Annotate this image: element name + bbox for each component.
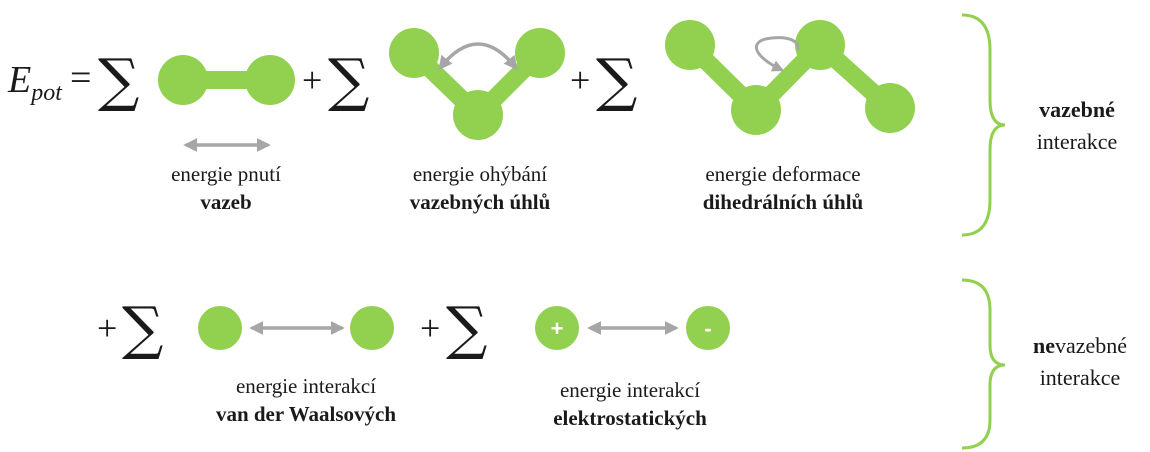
dihedral-label: energie deformace dihedrálních úhlů [668,160,898,216]
negative-atom [686,306,730,350]
atom [198,306,242,350]
atom [515,28,565,78]
sum-symbol-angles: ∑ [328,46,369,114]
atom [453,90,503,140]
plus-sign: + [97,308,117,348]
bond-stretch-label-line2: vazeb [200,190,252,214]
bond-stretch-molecule [158,55,295,152]
sum-symbol-bonds: ∑ [98,46,139,114]
vdw-label: energie interakcí van der Waalsových [196,372,416,428]
nonbonded-group-rest1: vazebné [1054,333,1128,358]
vdw-label-line2: van der Waalsových [215,402,397,426]
plus-sign: + [570,60,590,100]
electrostatic-label-line1: energie interakcí [559,378,701,402]
vdw-label-line1: energie interakcí [235,374,377,398]
bonded-group-bold: vazebné [1039,97,1115,122]
plus-sign: + [302,60,322,100]
sum-symbol-dihedrals: ∑ [596,46,637,114]
bond-stretch-label-line1: energie pnutí [171,162,281,186]
plus-sign: + [420,308,440,348]
equals-sign: = [70,57,91,99]
minus-charge: - [704,316,711,341]
bond-stretch-label: energie pnutí vazeb [146,160,306,216]
bend-arrow [438,42,518,71]
energy-subscript: pot [29,80,63,106]
electrostatic-label: energie interakcí elektrostatických [520,376,740,432]
atom [731,85,781,135]
dihedral-molecule [665,20,915,135]
nonbonded-group-rest2: interakce [1039,365,1121,390]
atom [665,20,715,70]
angle-bend-label-line1: energie ohýbání [412,162,548,186]
atom [795,20,845,70]
electrostatic-label-line2: elektrostatických [553,406,707,430]
atom [245,55,295,105]
sum-symbol-vdw: ∑ [122,294,163,362]
atom [865,83,915,133]
nonbonded-group-label: nevazebné interakce [1010,330,1150,394]
atom [158,55,208,105]
atom [350,306,394,350]
bonded-group-label: vazebné interakce [1012,94,1142,158]
bonded-group-rest: interakce [1036,129,1118,154]
bonded-brace [961,13,1006,237]
electrostatic-pair: + - [535,306,730,350]
positive-atom [535,306,579,350]
sum-symbol-electrostatic: ∑ [446,294,487,362]
rotation-arrow [754,36,800,72]
dihedral-label-line1: energie deformace [705,162,861,186]
angle-bend-label-line2: vazebných úhlů [409,190,551,214]
nonbonded-group-bold: ne [1032,333,1055,358]
dihedral-label-line2: dihedrálních úhlů [702,190,864,214]
angle-bend-label: energie ohýbání vazebných úhlů [380,160,580,216]
angle-bend-molecule [389,28,565,140]
atom [389,28,439,78]
nonbonded-brace [961,278,1006,450]
energy-symbol: Epot [7,59,63,106]
vdw-pair [198,306,394,350]
plus-charge: + [551,316,564,341]
